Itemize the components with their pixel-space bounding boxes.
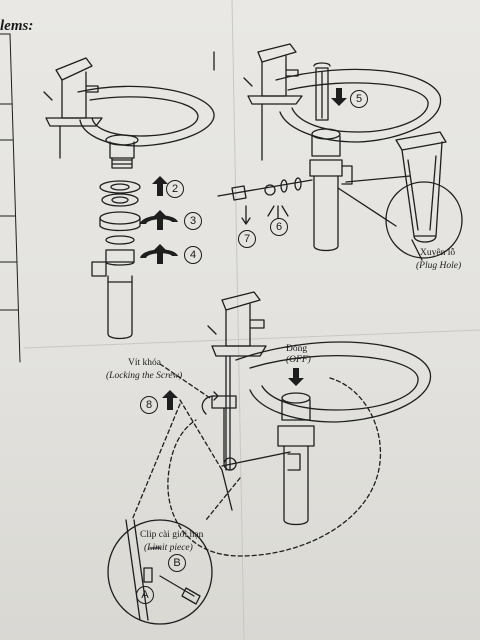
drain-stopper-off-icon [277,392,315,526]
linkage-icon [211,395,291,511]
limit-piece-callout-icon [107,519,213,625]
plug-hole-callout-icon [337,131,463,261]
basin-1-icon [77,85,215,147]
basin-3-icon [235,341,432,423]
table-fragment [0,33,21,363]
arrow-down-5-icon [331,88,347,106]
arrow-down-off-icon [288,368,304,386]
stopper-rod-icon [313,62,331,121]
paper-folds [23,0,480,640]
step-a-badge: A [136,586,154,604]
tail-pipe-icon [91,249,135,340]
drain-flange-icon [105,134,139,169]
rotate-arrow-4-icon [140,244,178,264]
faucet-1-icon [43,57,103,159]
lock-screw-label-en: (Locking the Screw) [106,371,183,381]
rotate-arrow-8-icon [201,391,219,415]
step-b-badge: B [168,554,186,572]
dashed-guides-icon [131,363,381,557]
rotate-arrow-3-icon [140,210,178,230]
step-5-badge: 5 [350,90,368,108]
page-heading: lems: [0,18,34,34]
faucet-3-icon [207,291,267,471]
step-7-badge: 7 [238,230,256,248]
pivot-rod-icon [217,177,313,201]
lock-screw-label: Vít khóa [128,358,161,368]
faucet-2-icon [213,43,303,161]
lock-nut-icon [99,211,141,245]
limit-piece-label-en: (Limit piece) [144,543,193,553]
plug-hole-label-en: (Plug Hole) [416,261,462,271]
arrow-up-2-icon [152,176,168,196]
step-3-badge: 3 [184,212,202,230]
step-2-badge: 2 [166,180,184,198]
assembly-arrows-6-7-icon [241,205,289,225]
gasket-icon [99,180,141,207]
off-label: Đóng [286,344,308,354]
plug-hole-label: Xuyên lỗ [420,248,456,258]
step-6-badge: 6 [270,218,288,236]
arrow-up-8-icon [162,390,178,410]
step-8-badge: 8 [140,396,158,414]
drain-body-2-icon [309,128,353,252]
off-label-en: (OFF) [286,355,311,365]
limit-piece-label: Clip cài giới hạn [140,530,204,540]
step-4-badge: 4 [184,246,202,264]
